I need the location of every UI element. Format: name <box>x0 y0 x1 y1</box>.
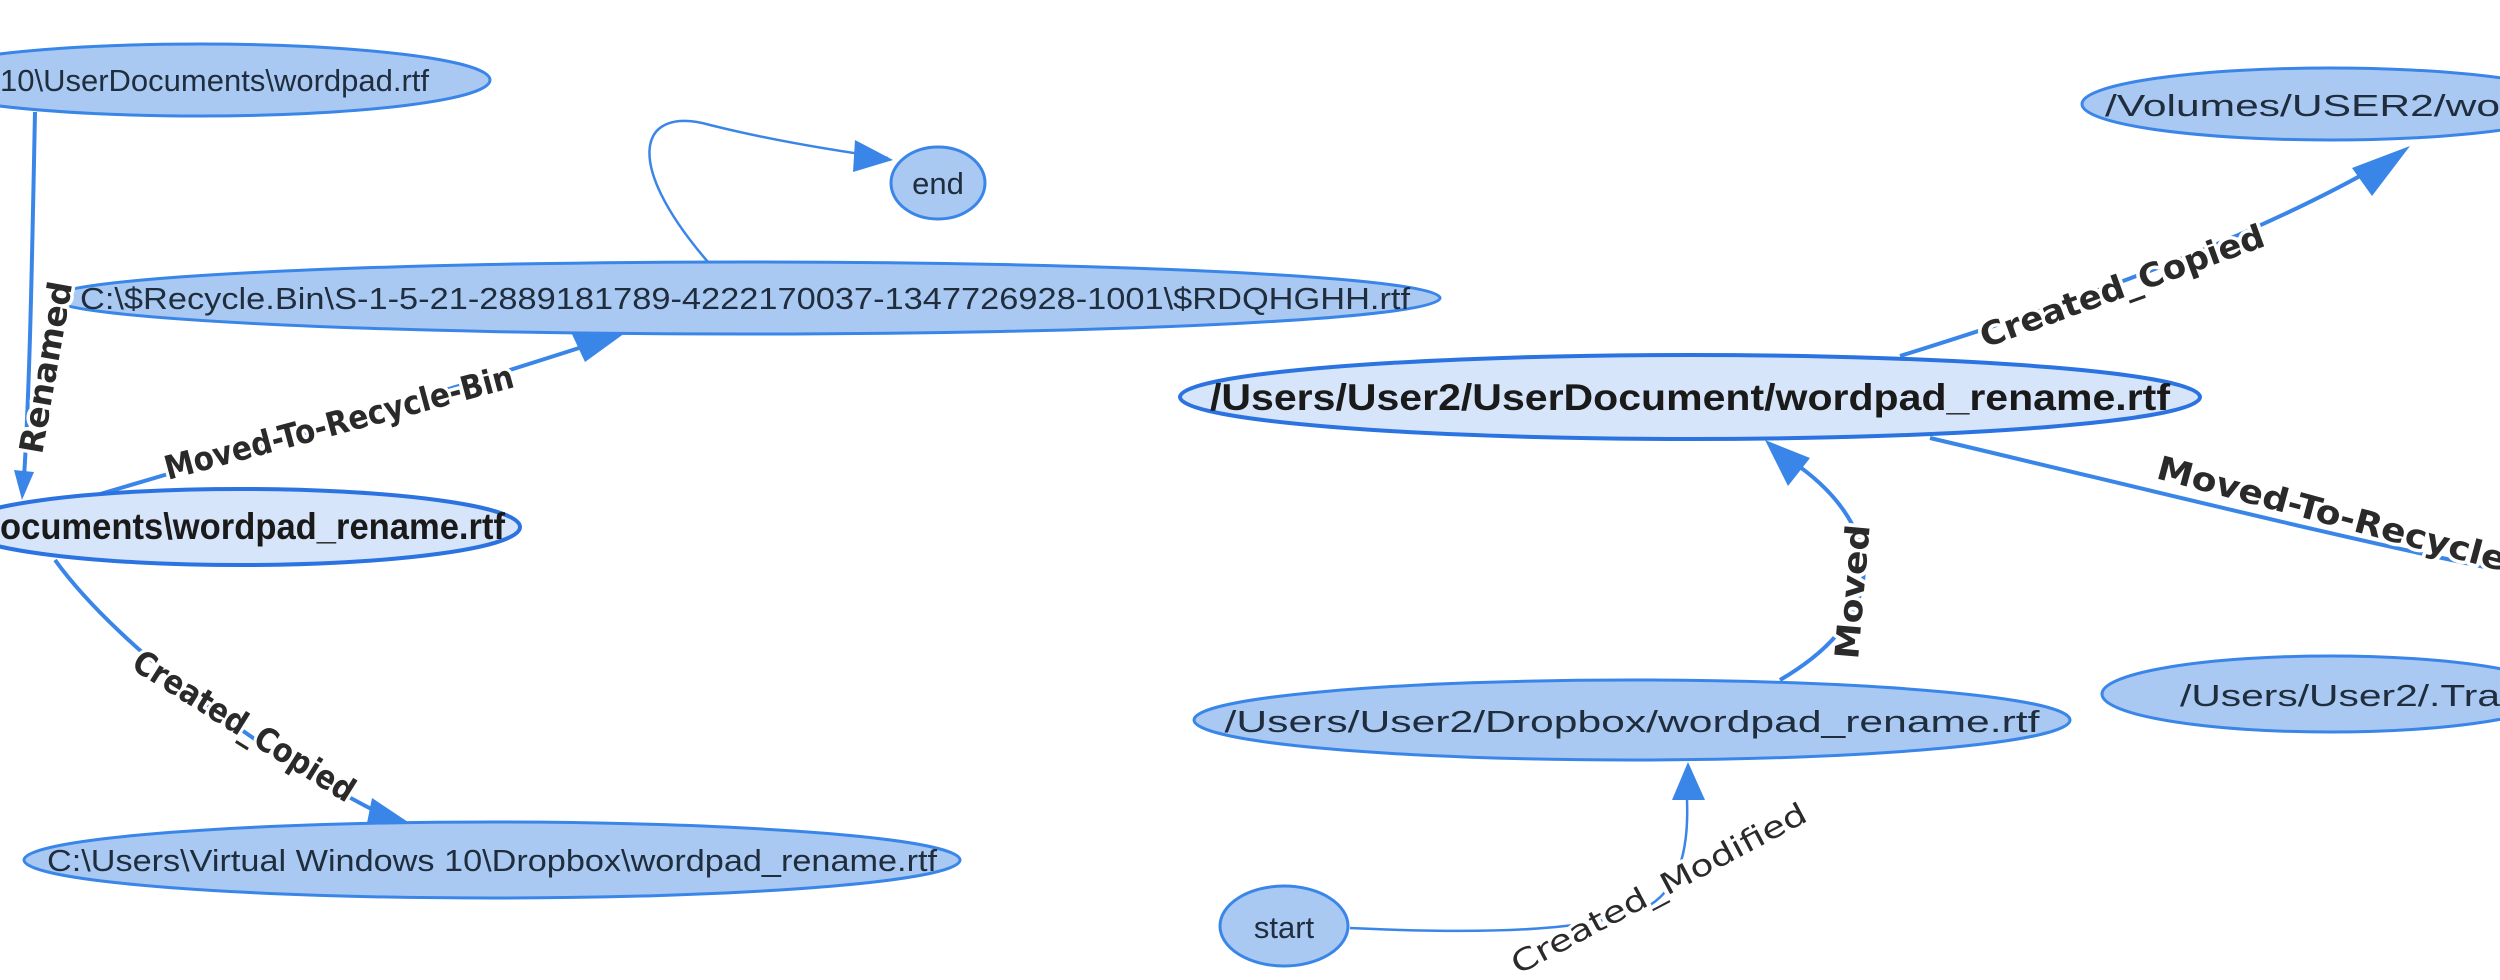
node-trash[interactable]: /Users/User2/.Tra <box>2100 654 2500 734</box>
node-volumes-shape <box>2080 66 2500 142</box>
edge-created-modified-arrowhead <box>1672 762 1705 800</box>
node-user-document-label: /Users/User2/UserDocument/wordpad_rename… <box>1210 377 2171 418</box>
node-end[interactable]: end <box>889 145 987 221</box>
node-dropbox-shape <box>1192 678 2072 762</box>
edge-renamed-arrowhead <box>14 470 34 500</box>
node-user-document[interactable]: /Users/User2/UserDocument/wordpad_rename… <box>1178 353 2202 441</box>
node-start-label: start <box>1254 910 1315 945</box>
edge-label-moved-to-recycle-bin: Moved-To-Recycle-Bin <box>160 357 518 488</box>
edge-moved-arrowhead <box>1765 440 1810 486</box>
edge-recycle-to-end[interactable] <box>648 119 889 263</box>
edge-renamed[interactable] <box>22 111 37 479</box>
node-dropbox-file[interactable]: C:\Users\Virtual Windows 10\Dropbox\word… <box>22 820 962 900</box>
node-start-shape <box>1218 884 1350 968</box>
node-dropbox-file-shape <box>22 820 962 900</box>
node-recycle-bin[interactable]: C:\$Recycle.Bin\S-1-5-21-2889181789-4222… <box>48 260 1442 336</box>
node-dropbox-label: /Users/User2/Dropbox/wordpad_rename.rtf <box>1225 704 2041 739</box>
edge-created-copied-left[interactable] <box>53 558 416 832</box>
edge-moved-to-recycle[interactable] <box>1929 436 2500 572</box>
node-user-document-shape <box>1178 353 2202 441</box>
node-end-shape <box>889 145 987 221</box>
edge-label-renamed: Renamed <box>11 278 80 456</box>
node-trash-label: /Users/User2/.Tra <box>2180 678 2500 713</box>
edge-label-moved-to-recycle: Moved-To-Recycle <box>2153 448 2500 579</box>
node-dropbox[interactable]: /Users/User2/Dropbox/wordpad_rename.rtf <box>1192 678 2072 762</box>
edge-recycle-to-end-arrowhead <box>853 140 893 172</box>
edge-moved-to-recycle-bin[interactable] <box>79 336 611 502</box>
node-dropbox-file-label: C:\Users\Virtual Windows 10\Dropbox\word… <box>47 843 937 878</box>
edge-label-moved: Moved <box>1827 523 1878 661</box>
edge-moved-to-recycle-bin-arrowhead <box>570 330 625 362</box>
node-start[interactable]: start <box>1218 884 1350 968</box>
node-trash-shape <box>2100 654 2500 734</box>
node-renamed-file-shape <box>0 487 522 567</box>
edge-created-copied-right-arrowhead <box>2352 146 2410 196</box>
edge-label-created-copied-left: Created_Copied <box>126 642 363 810</box>
node-source-file-label: 10\UserDocuments\wordpad.rtf <box>0 63 429 98</box>
node-recycle-bin-shape <box>48 260 1442 336</box>
node-end-label: end <box>912 166 964 201</box>
edge-created-copied-right[interactable] <box>1899 160 2387 358</box>
node-renamed-file[interactable]: ocuments\wordpad_rename.rtf <box>0 487 522 567</box>
edge-label-created-copied-right: Created_Copied <box>1974 216 2269 355</box>
node-volumes[interactable]: /Volumes/USER2/wo <box>2080 66 2500 142</box>
edge-label-created-modified: Created_Modified <box>1505 796 1813 980</box>
node-source-file[interactable]: 10\UserDocuments\wordpad.rtf <box>0 42 492 118</box>
node-volumes-label: /Volumes/USER2/wo <box>2105 88 2500 123</box>
node-renamed-file-label: ocuments\wordpad_rename.rtf <box>0 506 506 547</box>
node-recycle-bin-label: C:\$Recycle.Bin\S-1-5-21-2889181789-4222… <box>80 281 1410 316</box>
edge-created-modified[interactable] <box>1349 771 1689 933</box>
node-source-file-shape <box>0 42 492 118</box>
edge-moved[interactable] <box>1778 458 1866 682</box>
